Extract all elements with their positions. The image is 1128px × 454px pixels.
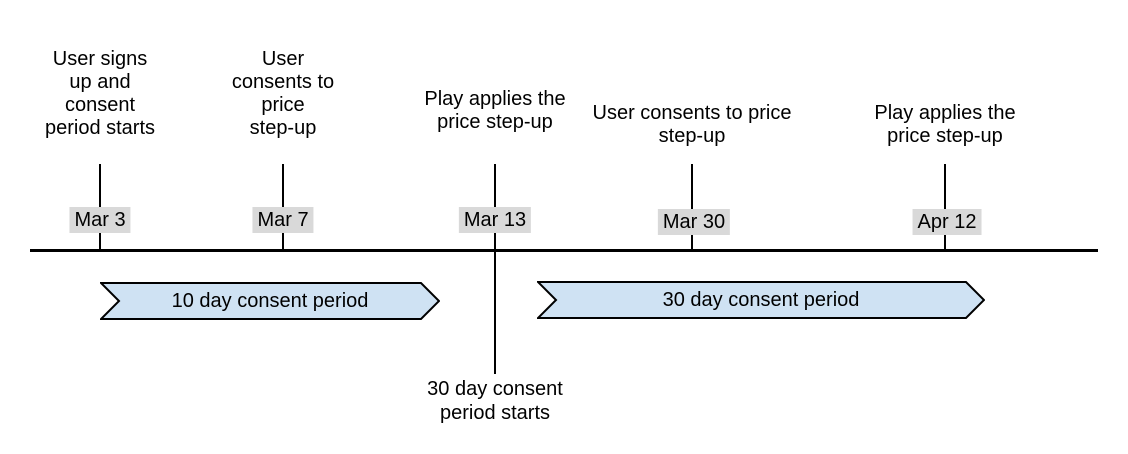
date-label-mar-13: Mar 13 — [458, 207, 532, 233]
chevron-ribbon-shape — [537, 281, 985, 319]
event-label-signup: User signs up and consent period starts — [44, 48, 156, 139]
date-label-mar-3: Mar 3 — [69, 207, 131, 233]
annotation-30-day-consent-start: 30 day consent period starts — [427, 378, 563, 424]
consent-period-banner-30-day-label: 30 day consent period — [662, 288, 860, 311]
event-label-consent-1: User consents to price step-up — [231, 48, 335, 139]
chevron-ribbon-shape — [100, 282, 440, 320]
date-label-mar-30: Mar 30 — [657, 209, 731, 235]
event-label-apply-2: Play applies the price step-up — [874, 102, 1016, 147]
consent-period-banner-30-day: 30 day consent period — [537, 281, 985, 319]
consent-period-banner-10-day: 10 day consent period — [100, 282, 440, 320]
tick-mar-30 — [691, 164, 693, 250]
date-label-apr-12: Apr 12 — [912, 209, 982, 235]
timeline-axis — [30, 249, 1098, 252]
event-label-apply-1: Play applies the price step-up — [424, 88, 566, 133]
event-label-consent-2: User consents to price step-up — [592, 102, 792, 147]
consent-period-banner-10-day-label: 10 day consent period — [171, 289, 369, 312]
tick-mar-13-extension — [494, 252, 496, 374]
date-label-mar-7: Mar 7 — [252, 207, 314, 233]
tick-apr-12 — [944, 164, 946, 250]
